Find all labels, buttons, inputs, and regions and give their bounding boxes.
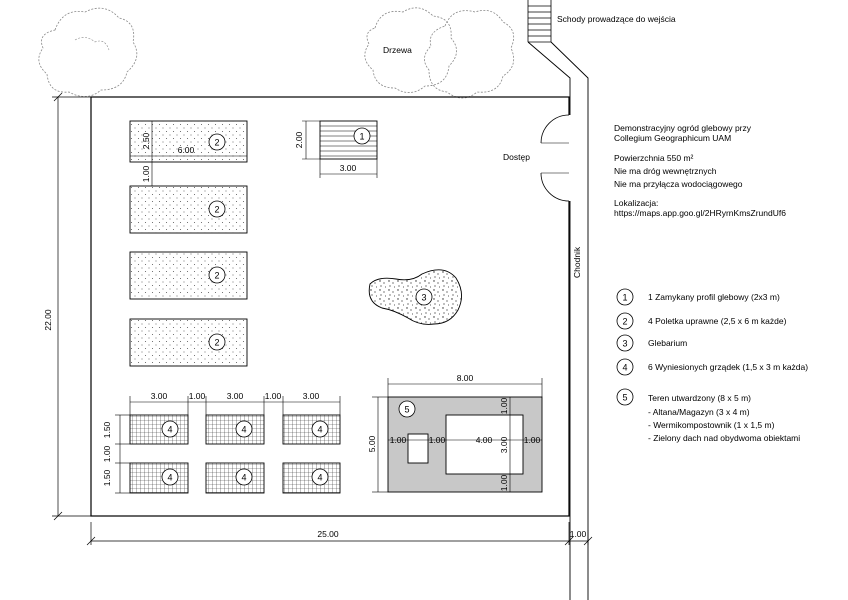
plot-marker: 2 [214, 205, 219, 215]
profile-dimensions [302, 120, 378, 178]
profile-marker: 1 [359, 132, 364, 142]
bed-marker: 4 [167, 425, 172, 435]
bed-width-label: 3.00 [151, 391, 168, 401]
bed-width-label: 3.00 [303, 391, 320, 401]
margin-label: 1.00 [390, 435, 407, 445]
raised-bed: 4 [205, 414, 265, 445]
hardened-area: 5 [387, 396, 543, 493]
raised-bed: 4 [129, 462, 189, 494]
legend-text: 4 Poletka uprawne (2,5 x 6 m każde) [648, 316, 787, 326]
plot: 2 [129, 318, 248, 367]
vermicomposter [407, 433, 429, 464]
legend-item: 3 Glebarium [616, 334, 687, 352]
stairs-label: Schody prowadzące do wejścia [557, 14, 676, 24]
legend-marker: 2 [622, 317, 627, 327]
profile-height-label: 2.00 [294, 131, 304, 148]
glebarium: 3 [368, 269, 462, 325]
access-label: Dostęp [503, 152, 530, 162]
plot-gap-label: 1.00 [141, 165, 151, 182]
shed-width-label: 4.00 [476, 435, 493, 445]
hard-width-label: 8.00 [457, 373, 474, 383]
raised-bed: 4 [129, 414, 189, 445]
glebarium-marker: 3 [421, 293, 426, 303]
plot-dimensions [130, 121, 247, 186]
info-no-roads: Nie ma dróg wewnętrznych [614, 166, 717, 176]
total-width-dimension [86, 522, 593, 546]
plot-marker: 2 [214, 338, 219, 348]
info-title-line2: Collegium Geographicum UAM [614, 133, 731, 143]
total-width-label: 25.00 [317, 529, 339, 539]
plot: 2 [129, 251, 248, 300]
bed-marker: 4 [241, 425, 246, 435]
bed-marker: 4 [167, 473, 172, 483]
info-block: Demonstracyjny ogród glebowy przy Colleg… [614, 123, 786, 218]
hard-height-label: 5.00 [367, 435, 377, 452]
legend-item: 4 6 Wyniesionych grządek (1,5 x 3 m każd… [616, 358, 808, 376]
bed-row-gap-label: 1.00 [102, 445, 112, 462]
shed-height-label: 3.00 [499, 436, 509, 453]
bed-height-label: 1.50 [102, 469, 112, 486]
bed-height-label: 1.50 [102, 421, 112, 438]
legend-subitem: - Zielony dach nad obydwoma obiektami [648, 433, 800, 443]
info-no-water: Nie ma przyłącza wodociągowego [614, 179, 743, 189]
bed-width-label: 3.00 [227, 391, 244, 401]
bed-dimensions [115, 396, 341, 494]
plot: 2 [129, 120, 248, 163]
legend-marker: 1 [622, 293, 627, 303]
legend-item: 5 Teren utwardzony (8 x 5 m) [616, 388, 751, 406]
plot: 2 [129, 185, 248, 234]
trees-label: Drzewa [383, 45, 412, 55]
legend-subitem: - Wermikompostownik (1 x 1,5 m) [648, 420, 775, 430]
legend-marker: 3 [622, 339, 627, 349]
legend-marker: 5 [622, 393, 627, 403]
bed-gap-label: 1.00 [189, 391, 206, 401]
sidewalk-width-label: 1.00 [570, 529, 587, 539]
tree-icon [424, 9, 515, 99]
bed-marker: 4 [317, 473, 322, 483]
total-height-label: 22.00 [43, 309, 53, 331]
sidewalk [527, 41, 589, 600]
plot-height-label: 2.50 [141, 132, 151, 149]
tree-icon [364, 7, 457, 93]
info-location-url: https://maps.app.goo.gl/2HRyrnKmsZrundUf… [614, 208, 786, 218]
legend: 1 1 Zamykany profil glebowy (2x3 m) 2 4 … [616, 288, 808, 443]
hard-marker: 5 [404, 405, 409, 415]
sidewalk-label: Chodnik [572, 246, 582, 278]
legend-text: Glebarium [648, 338, 687, 348]
hard-area-dimensions [372, 378, 543, 493]
bed-gap-label: 1.00 [265, 391, 282, 401]
legend-text: 1 Zamykany profil glebowy (2x3 m) [648, 292, 780, 302]
legend-text: Teren utwardzony (8 x 5 m) [648, 393, 751, 403]
bed-marker: 4 [241, 473, 246, 483]
raised-bed: 4 [282, 462, 341, 494]
margin-label: 1.00 [499, 397, 509, 414]
total-height-dimension [52, 92, 91, 521]
stairs [527, 0, 552, 43]
site-boundary [90, 96, 570, 517]
plot-marker: 2 [214, 138, 219, 148]
legend-item: 1 1 Zamykany profil glebowy (2x3 m) [616, 288, 780, 306]
margin-label: 1.00 [499, 474, 509, 491]
legend-item: 2 4 Poletka uprawne (2,5 x 6 m każde) [616, 312, 787, 330]
bed-marker: 4 [317, 425, 322, 435]
plot-marker: 2 [214, 271, 219, 281]
profile-width-label: 3.00 [340, 163, 357, 173]
info-area: Powierzchnia 550 m² [614, 153, 694, 163]
access-gate [540, 114, 572, 202]
soil-profile: 1 [319, 120, 378, 160]
raised-bed: 4 [205, 462, 265, 494]
margin-label: 1.00 [429, 435, 446, 445]
margin-label: 1.00 [524, 435, 541, 445]
legend-marker: 4 [622, 363, 627, 373]
trees [38, 7, 515, 99]
tree-icon [38, 7, 138, 97]
plot-width-label: 6.00 [178, 145, 195, 155]
legend-subitem: - Altana/Magazyn (3 x 4 m) [648, 407, 750, 417]
raised-bed: 4 [282, 414, 341, 445]
info-title-line1: Demonstracyjny ogród glebowy przy [614, 123, 752, 133]
legend-text: 6 Wyniesionych grządek (1,5 x 3 m każda) [648, 362, 808, 372]
info-location-label: Lokalizacja: [614, 198, 658, 208]
